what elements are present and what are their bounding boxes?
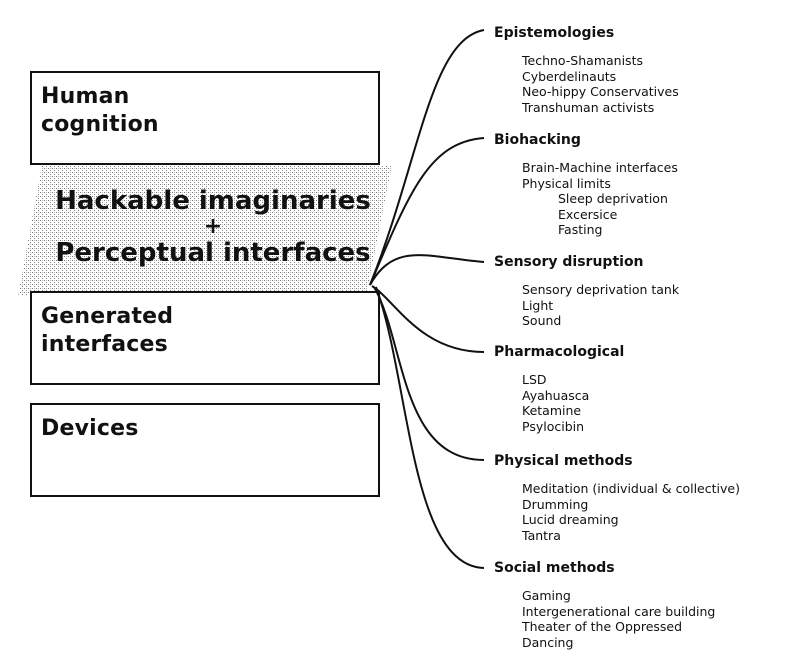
category-item: Dancing [522, 634, 574, 650]
devices-label: Devices [41, 416, 139, 441]
category-title: Social methods [494, 560, 615, 576]
category-item: Ayahuasca [522, 387, 590, 403]
band-plus: + [203, 214, 223, 239]
category-item: Psylocibin [522, 418, 585, 434]
category-item: Sensory deprivation tank [522, 282, 680, 297]
category-title: Physical methods [494, 453, 633, 469]
category-item: Drumming [522, 496, 589, 512]
category-item: Meditation (individual & collective) [522, 481, 740, 496]
category-item: Intergenerational care building [522, 603, 716, 619]
category-item: Light [522, 297, 554, 313]
category-title: Biohacking [494, 132, 581, 148]
devices-box: Devices [30, 403, 380, 497]
category-item: Physical limits [522, 175, 611, 191]
category-item: Transhuman activists [522, 99, 655, 115]
connector-epistemologies [369, 29, 485, 286]
connector-pharmacological [371, 285, 485, 353]
connector-sensory-disruption [369, 254, 485, 286]
category-item: Fasting [558, 222, 603, 237]
category-item: LSD [522, 372, 547, 387]
generated-interfaces-box: Generated interfaces [30, 291, 380, 385]
category-item: Ketamine [522, 403, 582, 418]
category-item: Techno-Shamanists [522, 53, 643, 68]
category-item: Lucid dreaming [522, 512, 619, 527]
band-title-line2: Perceptual interfaces [55, 238, 371, 268]
category-item: Brain-Machine interfaces [522, 160, 678, 175]
category-item: Cyberdelinauts [522, 68, 617, 84]
connector-biohacking [369, 137, 485, 286]
human-cognition-label: Human cognition [41, 84, 159, 137]
category-item: Sleep deprivation [558, 191, 668, 206]
category-title: Sensory disruption [494, 254, 644, 270]
category-item: Theater of the Oppressed [522, 619, 683, 634]
category-item: Sound [522, 313, 562, 328]
human-cognition-box: Human cognition [30, 71, 380, 165]
category-item: Gaming [522, 588, 571, 603]
category-item: Neo-hippy Conservatives [522, 84, 679, 99]
generated-interfaces-label: Generated interfaces [41, 304, 174, 357]
category-title: Pharmacological [494, 344, 625, 360]
category-item: Excersice [558, 206, 618, 222]
category-item: Tantra [522, 527, 561, 543]
category-title: Epistemologies [494, 25, 615, 41]
band-title-line1: Hackable imaginaries [55, 186, 371, 216]
connector-social-methods [375, 286, 485, 569]
connector-physical-methods [373, 286, 485, 461]
